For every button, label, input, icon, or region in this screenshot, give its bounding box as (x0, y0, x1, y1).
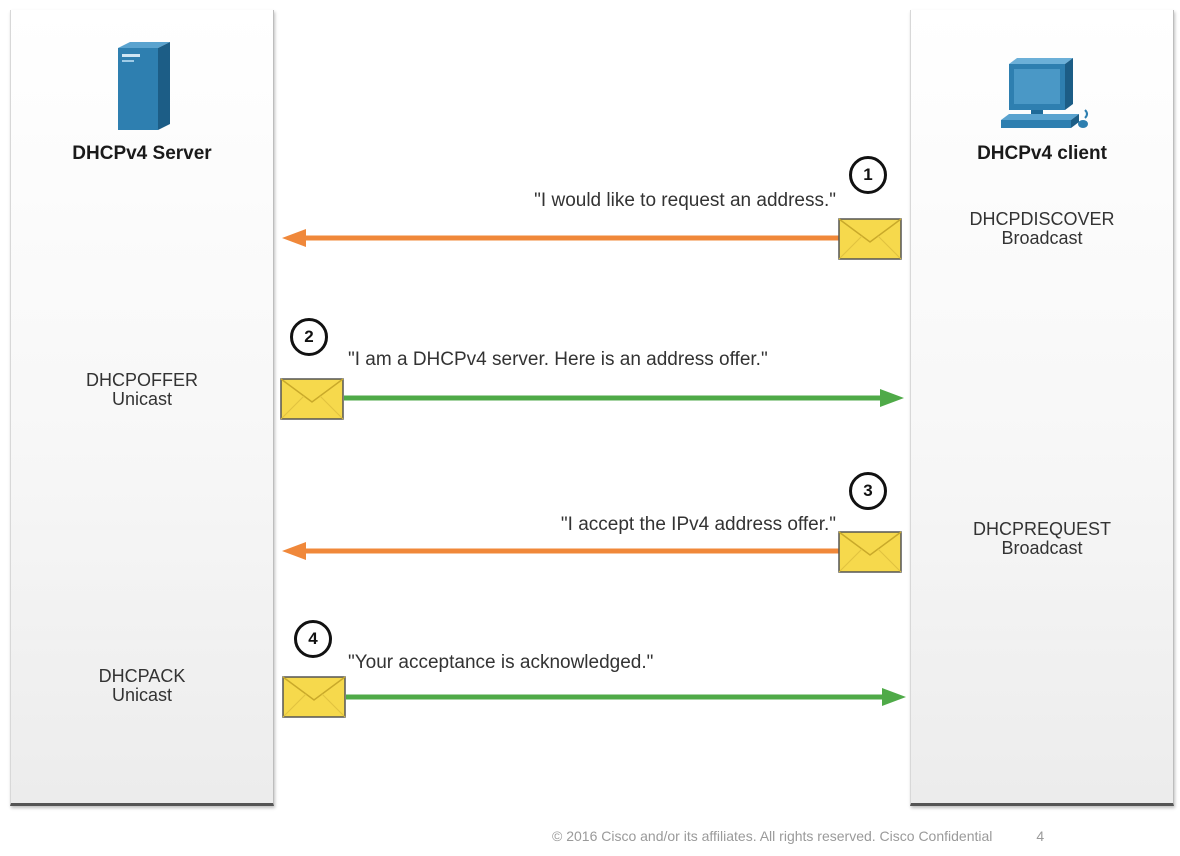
request-mode: Broadcast (1001, 538, 1083, 558)
server-panel: DHCPv4 Server DHCPOFFER Unicast DHCPACK … (10, 10, 274, 806)
discover-mode: Broadcast (1001, 228, 1083, 248)
step-3-arrow (282, 542, 840, 560)
offer-type: DHCPOFFER (86, 370, 198, 390)
discover-type: DHCPDISCOVER (969, 209, 1115, 229)
step-3-quote: "I accept the IPv4 address offer." (560, 514, 836, 535)
client-panel: DHCPv4 client DHCPDISCOVER Broadcast DHC… (910, 10, 1174, 806)
page-number: 4 (1036, 828, 1045, 844)
step-1-quote: "I would like to request an address." (534, 190, 836, 211)
server-title: DHCPv4 Server (72, 143, 212, 164)
step-1-envelope-icon (838, 218, 902, 260)
step-2-arrow (344, 389, 904, 407)
ack-label: DHCPACK Unicast (11, 667, 273, 705)
step-2-envelope-icon (280, 378, 344, 420)
offer-mode: Unicast (111, 389, 173, 409)
step-4-quote: "Your acceptance is acknowledged." (348, 652, 654, 673)
step-3-envelope-icon (838, 531, 902, 573)
step-2-quote: "I am a DHCPv4 server. Here is an addres… (348, 349, 768, 370)
desktop-computer-icon (999, 54, 1091, 139)
step-3-badge: 3 (849, 472, 887, 510)
server-tower-icon (108, 40, 174, 135)
copyright-text: © 2016 Cisco and/or its affiliates. All … (552, 828, 993, 844)
step-4-envelope-icon (282, 676, 346, 718)
request-type: DHCPREQUEST (972, 519, 1111, 539)
request-label: DHCPREQUEST Broadcast (911, 520, 1173, 558)
discover-label: DHCPDISCOVER Broadcast (911, 210, 1173, 248)
step-4-badge: 4 (294, 620, 332, 658)
step-4-arrow (346, 688, 906, 706)
client-title: DHCPv4 client (977, 143, 1107, 164)
footer: © 2016 Cisco and/or its affiliates. All … (552, 828, 1044, 844)
ack-mode: Unicast (111, 685, 173, 705)
step-2-badge: 2 (290, 318, 328, 356)
ack-type: DHCPACK (98, 666, 186, 686)
step-1-arrow (282, 229, 840, 247)
offer-label: DHCPOFFER Unicast (11, 371, 273, 409)
step-1-badge: 1 (849, 156, 887, 194)
